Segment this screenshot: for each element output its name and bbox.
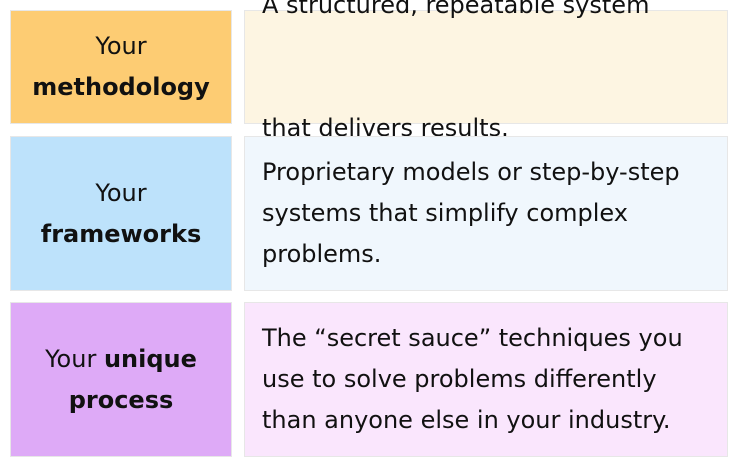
label-line: process: [45, 380, 197, 421]
description-box-methodology: A structured, repeatable system that del…: [244, 0, 728, 142]
label-text-bold: frameworks: [40, 219, 202, 248]
label-box-unique-process: Your unique process: [10, 302, 232, 457]
description-line: problems.: [262, 240, 382, 268]
description-line: A structured, repeatable system: [262, 0, 650, 19]
label-text-bold: process: [68, 385, 174, 414]
label-box-methodology: Your methodology: [10, 10, 232, 124]
row-unique-process: Your unique process The “secret sauce” t…: [10, 302, 728, 457]
label-text-bold: unique: [103, 344, 197, 373]
description-line: than anyone else in your industry.: [262, 406, 671, 434]
label-line: Your: [32, 26, 210, 67]
label-line: Your unique: [45, 339, 197, 380]
description-line: systems that simplify complex: [262, 199, 628, 227]
description-line: Proprietary models or step-by-step: [262, 158, 680, 186]
label-box-frameworks: Your frameworks: [10, 136, 232, 291]
label-text: Your: [95, 178, 147, 207]
label-text: Your: [45, 344, 104, 373]
label-line: frameworks: [41, 214, 202, 255]
row-methodology: Your methodology A structured, repeatabl…: [10, 0, 728, 142]
description-line: use to solve problems differently: [262, 365, 657, 393]
description-box-frameworks: Proprietary models or step-by-step syste…: [244, 136, 728, 291]
description-line: The “secret sauce” techniques you: [262, 324, 683, 352]
label-line: Your: [41, 173, 202, 214]
label-text: Your: [95, 32, 147, 60]
label-line: methodology: [32, 67, 210, 108]
label-text-bold: methodology: [32, 73, 210, 101]
description-box-unique-process: The “secret sauce” techniques you use to…: [244, 302, 728, 457]
row-frameworks: Your frameworks Proprietary models or st…: [10, 136, 728, 291]
